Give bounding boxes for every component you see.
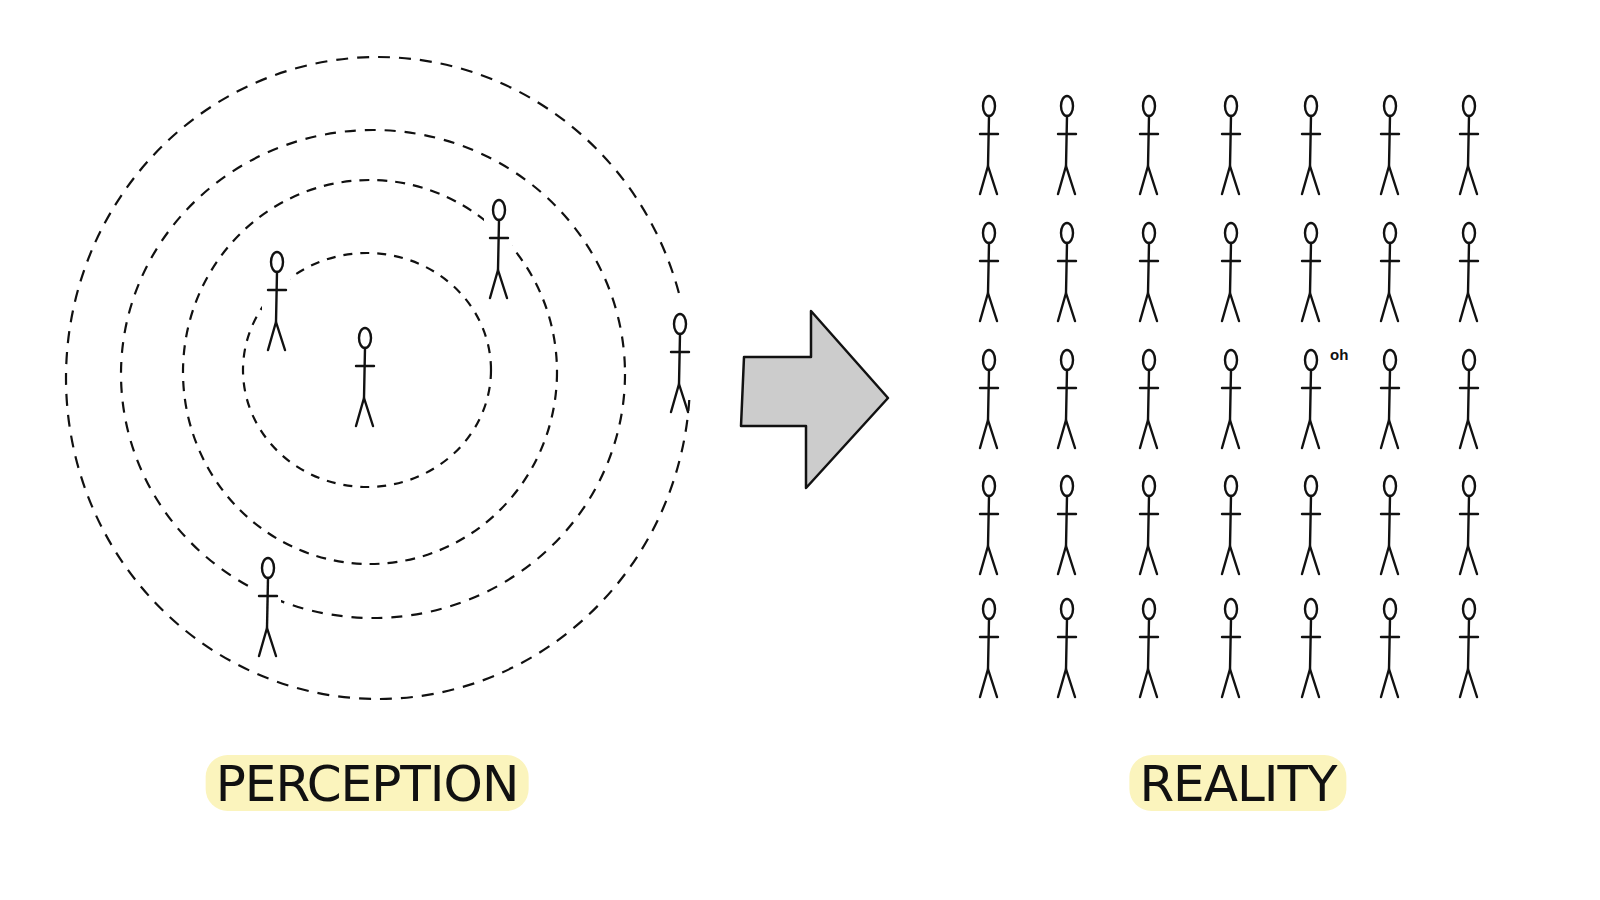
stick-figure: [1302, 223, 1320, 321]
stick-figure: [1222, 599, 1240, 697]
stick-figure: [1058, 476, 1076, 574]
stick-figure: [490, 200, 508, 298]
stick-figure: [1140, 96, 1158, 194]
stick-figure: [1302, 476, 1320, 574]
stick-figure: [259, 558, 277, 656]
stick-figure: [1222, 350, 1240, 448]
stick-figure: [980, 96, 998, 194]
stick-figure: [1222, 96, 1240, 194]
stick-figure: [1381, 96, 1399, 194]
stick-figure: [1460, 476, 1478, 574]
stick-figure: [1381, 223, 1399, 321]
stick-figure: [268, 252, 286, 350]
stick-figure: [356, 328, 374, 426]
stick-figure: [1302, 599, 1320, 697]
stick-figure: [1460, 599, 1478, 697]
perception-caption: PERCEPTION: [206, 755, 529, 811]
stick-figure: [980, 476, 998, 574]
stick-figure: [1460, 223, 1478, 321]
perception-rings: [66, 57, 690, 699]
figure-halos: [253, 186, 693, 645]
stick-figure: [1058, 223, 1076, 321]
stick-figure: [1140, 223, 1158, 321]
stick-figure: [1302, 96, 1320, 194]
perception-figures: [259, 200, 689, 656]
stick-figure: [1381, 350, 1399, 448]
stick-figure: [980, 350, 998, 448]
block-arrow: [741, 311, 888, 488]
stick-figure: [1381, 476, 1399, 574]
stick-figure: [1302, 350, 1320, 448]
reality-caption: REALITY: [1129, 755, 1346, 811]
stick-figure: [1140, 476, 1158, 574]
stick-figure: [1222, 223, 1240, 321]
stick-figure: [980, 223, 998, 321]
stick-figure: [671, 314, 689, 412]
reality-figures: [980, 96, 1478, 697]
stick-figure: [1140, 599, 1158, 697]
stick-figure: [1058, 96, 1076, 194]
stick-figure: [1222, 476, 1240, 574]
stick-figure: [980, 599, 998, 697]
stick-figure: [1460, 96, 1478, 194]
stick-figure: [1140, 350, 1158, 448]
speech-note: oh: [1330, 347, 1348, 362]
stick-figure: [1381, 599, 1399, 697]
stick-figure: [1460, 350, 1478, 448]
stick-figure: [1058, 350, 1076, 448]
stick-figure: [1058, 599, 1076, 697]
